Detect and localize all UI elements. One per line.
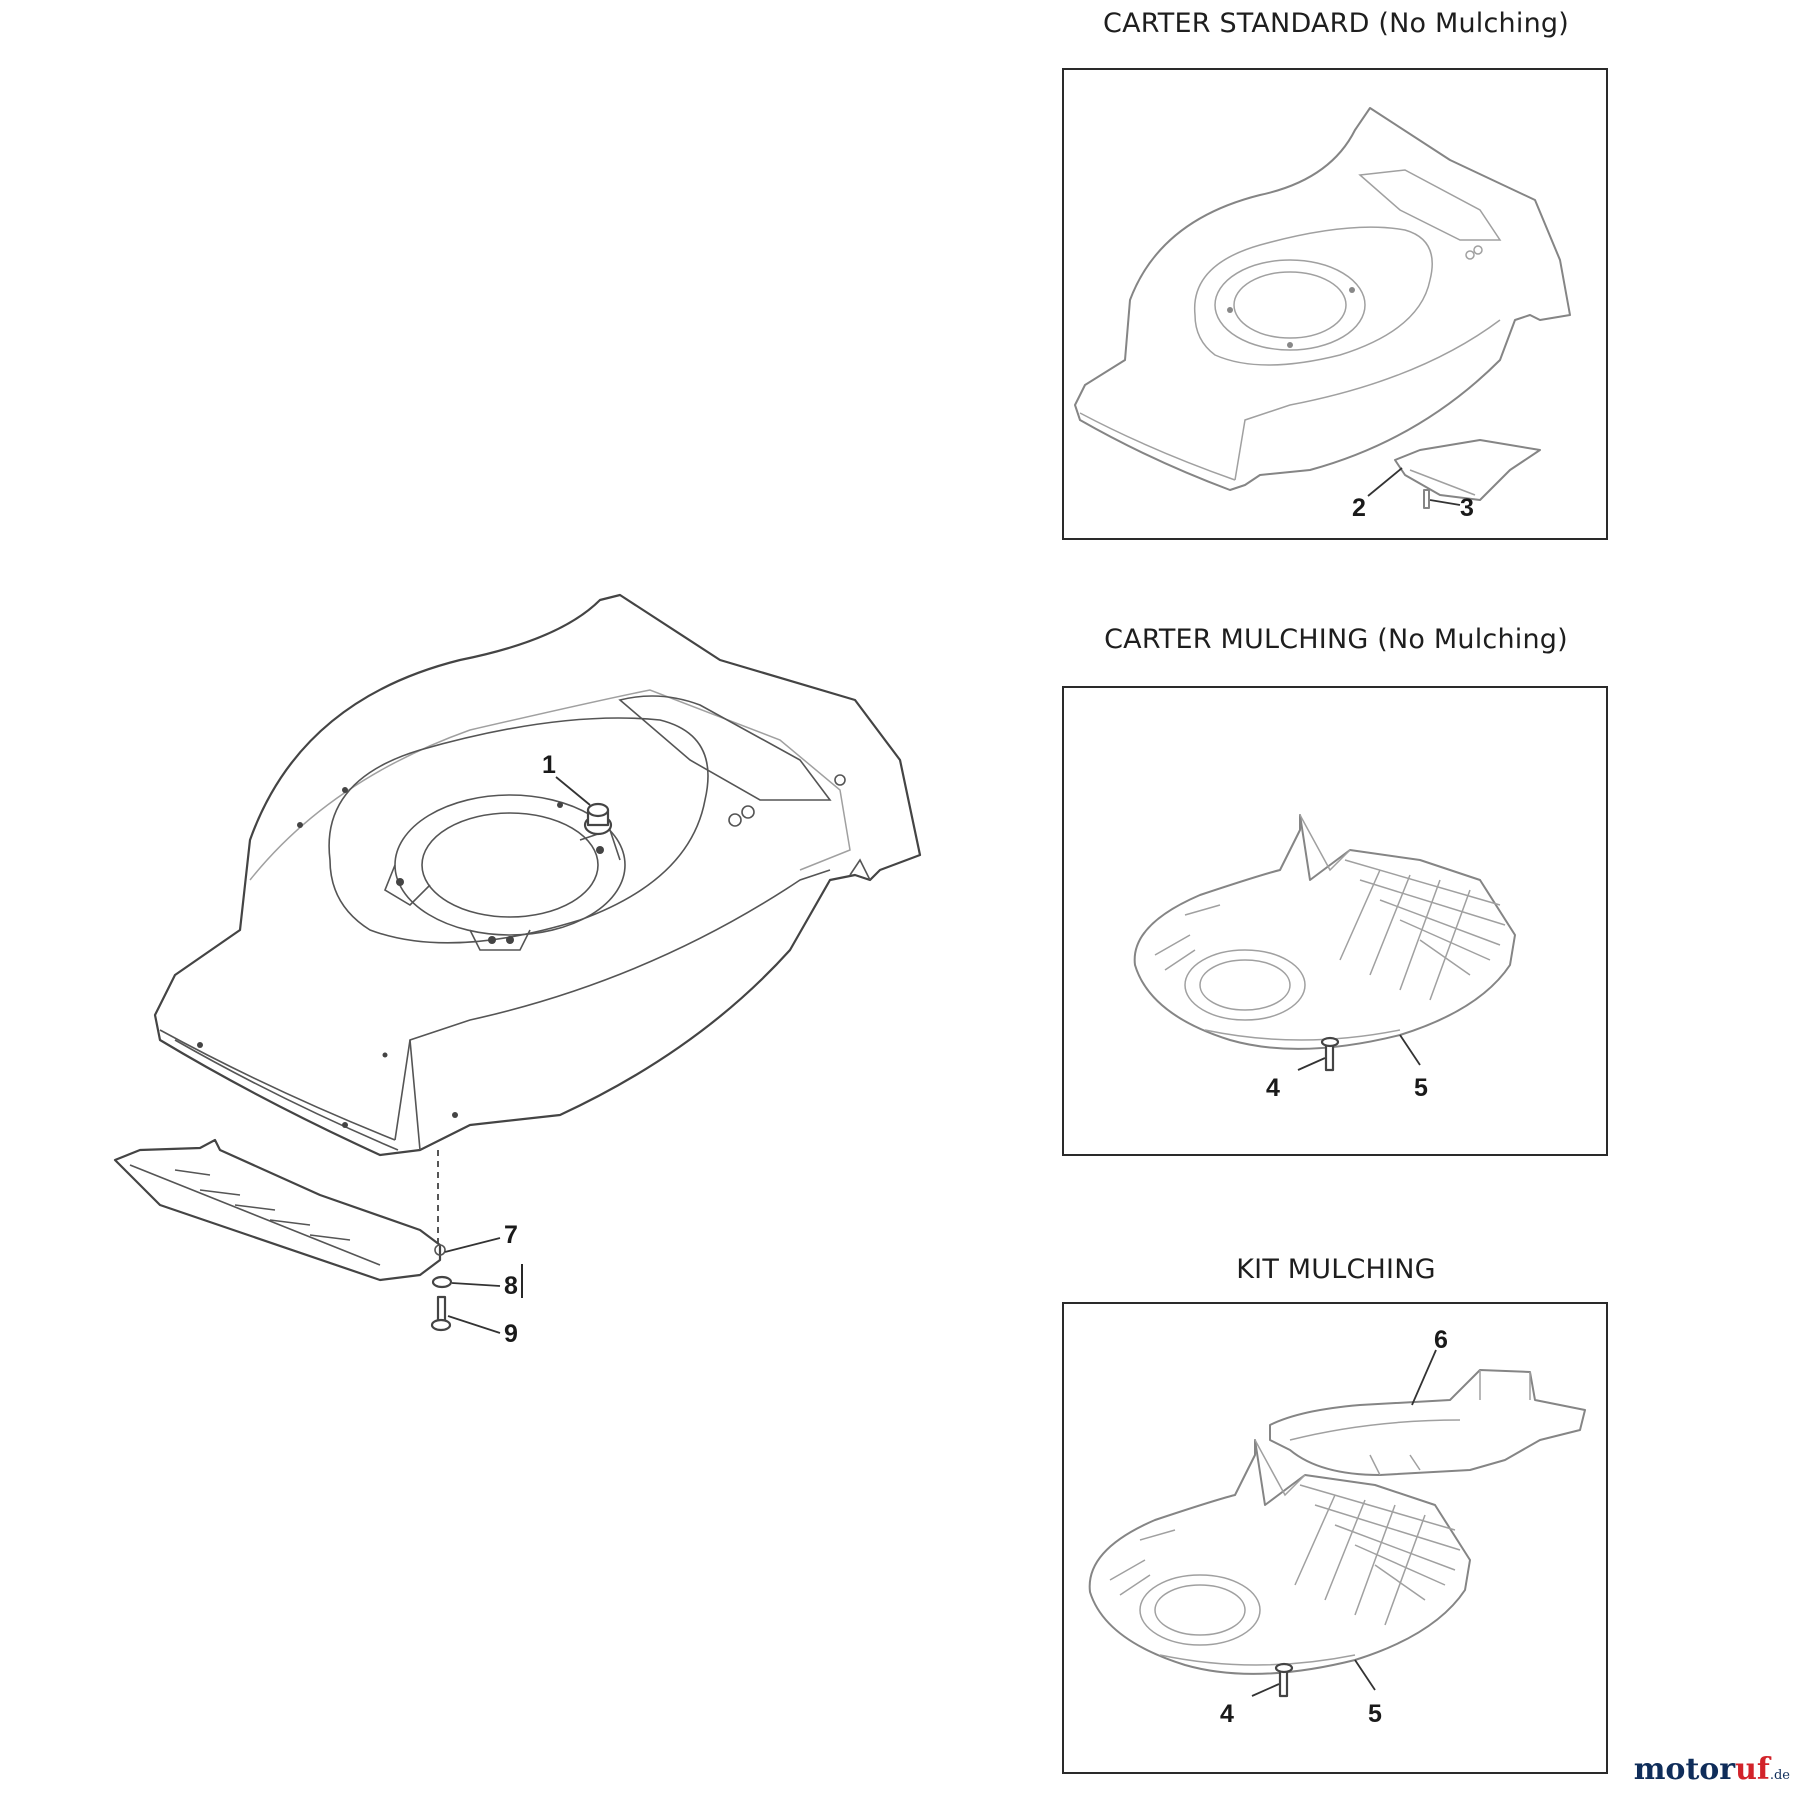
part-1-knob (583, 802, 613, 836)
part-9-screw (430, 1295, 452, 1332)
callout-9: 9 (504, 1320, 518, 1348)
standard-deck (1074, 107, 1571, 509)
callout-5a: 5 (1414, 1074, 1428, 1102)
callout-4a: 4 (1266, 1074, 1280, 1102)
panel-title-mulching: CARTER MULCHING (No Mulching) (1104, 624, 1568, 655)
leader-4b (1251, 1683, 1280, 1697)
callout-7: 7 (504, 1221, 518, 1249)
leader-9 (447, 1315, 501, 1334)
mulching-insert-panel3 (1088, 1439, 1471, 1698)
leader-4a (1297, 1057, 1326, 1071)
leader-7 (444, 1237, 501, 1253)
part-3-screw (1423, 489, 1430, 509)
watermark-logo: motoruf.de (1633, 1752, 1790, 1787)
leader-8 (451, 1282, 501, 1287)
mulching-insert-panel2 (1133, 814, 1516, 1072)
leader-1 (555, 776, 591, 806)
panel-title-standard: CARTER STANDARD (No Mulching) (1103, 8, 1569, 39)
callout-4b: 4 (1220, 1700, 1234, 1728)
part-8-washer (431, 1275, 453, 1289)
part-2-deflector (1394, 439, 1541, 501)
callout-5b: 5 (1368, 1700, 1382, 1728)
leader-2 (1367, 467, 1403, 497)
callout-1: 1 (542, 751, 556, 779)
motor-mount-ring (384, 794, 626, 951)
leader-5a (1399, 1034, 1421, 1066)
callout-6: 6 (1434, 1326, 1448, 1354)
leader-6 (1411, 1349, 1437, 1406)
leader-3 (1429, 499, 1461, 506)
leader-5b (1354, 1659, 1376, 1691)
part-6-mulching-plug (1269, 1369, 1586, 1476)
part-4-screw-a (1320, 1036, 1340, 1072)
callout-2: 2 (1352, 494, 1366, 522)
mower-deck-main (153, 593, 922, 1157)
callout-8: 8 (504, 1272, 518, 1300)
panel-title-kit: KIT MULCHING (1236, 1254, 1436, 1285)
part-7-rear-flap (113, 1138, 446, 1282)
callout-3: 3 (1460, 494, 1474, 522)
part-4-screw-b (1274, 1662, 1294, 1698)
